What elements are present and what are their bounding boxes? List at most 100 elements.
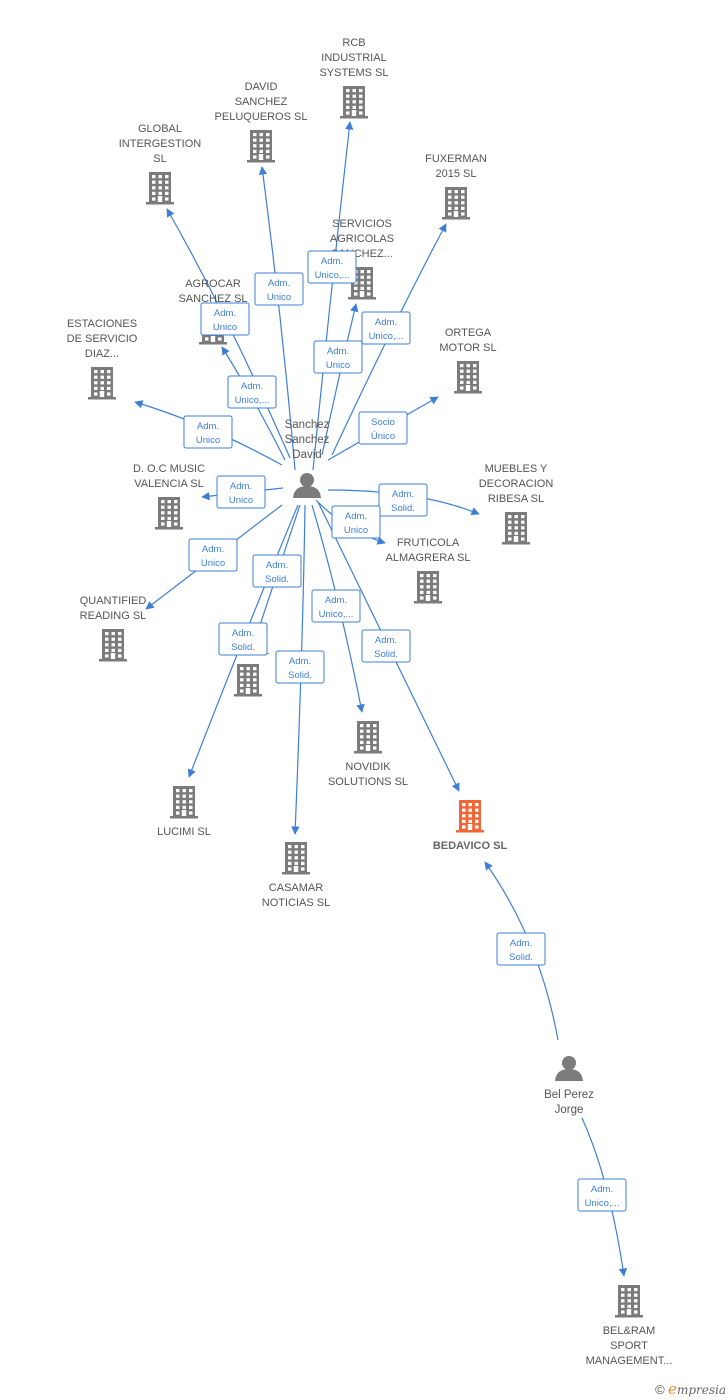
- role-badge[interactable]: Adm.Solid.: [496, 932, 546, 966]
- building-window: [266, 133, 270, 137]
- building-door: [210, 336, 216, 342]
- building-window: [352, 100, 356, 104]
- node-label-line: ALMAGRERA SL: [386, 552, 471, 564]
- building-window: [107, 381, 111, 385]
- building-window: [176, 789, 180, 793]
- role-badge[interactable]: Adm.Unico,...: [577, 1178, 627, 1212]
- building-window: [152, 197, 156, 201]
- building-window: [294, 861, 298, 865]
- building-window: [475, 808, 479, 812]
- building-window: [94, 375, 98, 379]
- building-window: [461, 212, 465, 216]
- building-window: [294, 856, 298, 860]
- role-badge[interactable]: Adm.Solid.: [275, 650, 325, 684]
- role-badge-box: [307, 250, 357, 284]
- node-label-line: NOVIDIK: [345, 761, 391, 773]
- building-window: [246, 683, 250, 687]
- node-label-line: INDUSTRIAL: [321, 52, 386, 64]
- building-window: [259, 138, 263, 142]
- node-label-line: VALENCIA SL: [134, 478, 204, 490]
- role-badge[interactable]: Adm.Unico: [188, 538, 238, 572]
- node-label-line: SANCHEZ SL: [178, 293, 247, 305]
- role-badge-text: Unico,...: [235, 395, 270, 406]
- building-window: [373, 724, 377, 728]
- role-badge[interactable]: Adm.Unico: [331, 505, 381, 539]
- node-label-line: AGROCAR: [185, 278, 241, 290]
- role-badge[interactable]: Adm.Solid.: [378, 483, 428, 517]
- building-door: [157, 196, 163, 202]
- company-node-lucimi[interactable]: LUCIMI SL: [157, 786, 211, 838]
- building-base: [502, 542, 530, 545]
- building-window: [174, 505, 178, 509]
- building-window: [240, 689, 244, 693]
- building-window: [466, 375, 470, 379]
- person-body: [555, 1069, 583, 1081]
- role-badge-box: [331, 505, 381, 539]
- role-badge[interactable]: Adm.Unico: [313, 340, 363, 374]
- building-window: [468, 814, 472, 818]
- building-window: [301, 861, 305, 865]
- building-window: [354, 286, 358, 290]
- building-window: [634, 1288, 638, 1292]
- node-label-line: FUXERMAN: [425, 153, 487, 165]
- building-window: [627, 1293, 631, 1297]
- building-window: [253, 689, 257, 693]
- role-badge[interactable]: Adm.Unico: [183, 415, 233, 449]
- role-badge[interactable]: Adm.Unico,...: [311, 589, 361, 623]
- building-door: [181, 810, 187, 816]
- building-window: [460, 369, 464, 373]
- role-badge-box: [252, 554, 302, 588]
- role-badge[interactable]: Adm.Unico: [216, 475, 266, 509]
- building-window: [246, 672, 250, 676]
- company-node-bedavico[interactable]: BEDAVICO SL: [433, 800, 508, 852]
- building-window: [454, 195, 458, 199]
- footer-brand[interactable]: © empresia: [655, 1380, 726, 1398]
- role-badge[interactable]: Adm.Unico,...: [361, 311, 411, 345]
- role-badge[interactable]: Adm.Unico,...: [227, 375, 277, 409]
- node-label-line: INTERGESTION: [119, 138, 202, 150]
- company-node-belram[interactable]: BEL&RAMSPORTMANAGEMENT...: [586, 1285, 673, 1367]
- building-window: [346, 89, 350, 93]
- node-label-line: Sanchez: [285, 419, 330, 431]
- building-window: [165, 191, 169, 195]
- role-badge-text: Adm.: [202, 544, 224, 555]
- building-window: [366, 740, 370, 744]
- role-badge-text: Adm.: [375, 635, 397, 646]
- building-window: [473, 364, 477, 368]
- building-window: [100, 370, 104, 374]
- role-badge-box: [361, 311, 411, 345]
- role-badge[interactable]: Adm.Unico: [200, 302, 250, 336]
- building-base: [615, 1315, 643, 1318]
- building-window: [462, 808, 466, 812]
- node-label-line: Bel Perez: [544, 1089, 594, 1101]
- role-badge[interactable]: Adm.Solid.: [361, 629, 411, 663]
- role-badge[interactable]: Adm.Unico,...: [307, 250, 357, 284]
- role-badge[interactable]: Adm.Unico: [254, 272, 304, 306]
- building-window: [634, 1310, 638, 1314]
- building-base: [414, 601, 442, 604]
- building-base: [282, 872, 310, 875]
- building-window: [433, 596, 437, 600]
- building-window: [367, 275, 371, 279]
- building-window: [460, 375, 464, 379]
- building-base: [454, 391, 482, 394]
- role-badge-text: Unico,...: [585, 1198, 620, 1209]
- role-badge[interactable]: Adm.Solid.: [218, 622, 268, 656]
- role-badge-box: [358, 411, 408, 445]
- role-badge[interactable]: Adm.Solid.: [252, 554, 302, 588]
